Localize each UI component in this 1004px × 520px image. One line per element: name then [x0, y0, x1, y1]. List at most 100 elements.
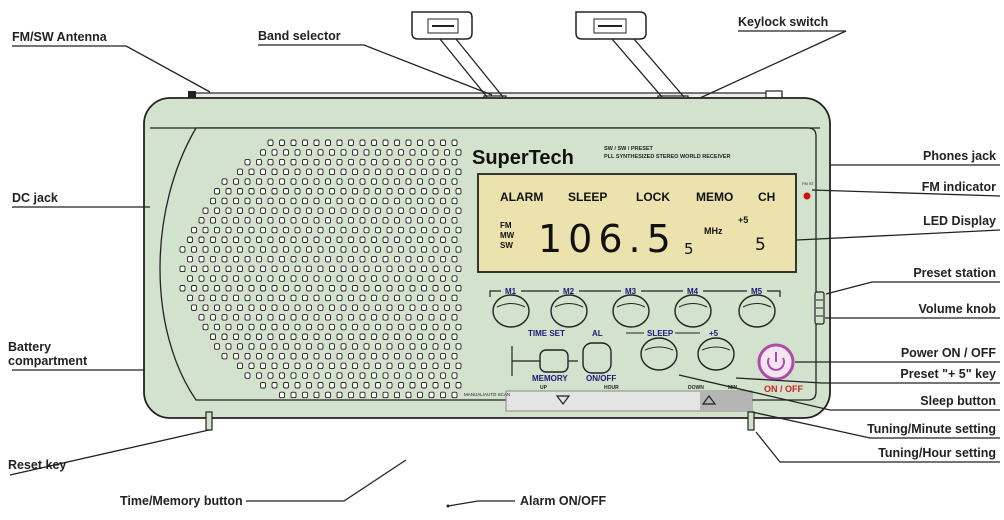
speaker-hole	[329, 362, 335, 370]
speaker-hole	[271, 382, 278, 389]
speaker-hole	[444, 304, 450, 311]
speaker-hole	[221, 178, 228, 185]
speaker-hole	[283, 343, 289, 350]
speaker-hole	[336, 158, 343, 166]
speaker-hole	[398, 226, 404, 234]
callout-fm-indicator: FM indicator	[921, 180, 996, 194]
speaker-hole	[451, 352, 458, 360]
speaker-hole	[290, 333, 297, 340]
alarm-on-off-button[interactable]	[582, 342, 612, 374]
speaker-hole	[398, 188, 404, 195]
speaker-hole	[290, 372, 297, 379]
speaker-hole	[394, 178, 400, 185]
speaker-hole	[382, 294, 389, 302]
speaker-hole	[348, 139, 354, 146]
speaker-hole	[352, 382, 358, 389]
tuning-up-arrow-icon[interactable]	[701, 395, 717, 405]
speaker-hole	[386, 149, 393, 156]
preset-button-m2[interactable]	[550, 294, 588, 328]
speaker-hole	[394, 372, 400, 379]
speaker-hole	[290, 178, 297, 185]
speaker-hole	[202, 246, 209, 253]
speaker-hole	[210, 197, 216, 205]
speaker-hole	[417, 391, 423, 399]
speaker-hole	[359, 197, 366, 205]
speaker-hole	[302, 236, 308, 243]
leader-lines	[9, 30, 1001, 507]
speaker-hole	[325, 352, 331, 360]
callout-antenna: FM/SW Antenna	[12, 30, 107, 44]
speaker-hole	[221, 255, 228, 263]
speaker-hole	[336, 236, 343, 243]
speaker-hole	[398, 304, 404, 311]
speaker-hole	[375, 323, 381, 331]
speaker-hole	[409, 323, 416, 331]
speaker-hole	[417, 178, 423, 185]
indicator-memo: MEMO	[696, 190, 733, 204]
speaker-hole	[352, 304, 358, 311]
indicator-alarm: ALARM	[500, 190, 543, 204]
speaker-hole	[375, 207, 381, 214]
speaker-hole	[271, 362, 278, 370]
speaker-hole	[421, 343, 427, 350]
speaker-hole	[179, 265, 186, 273]
speaker-hole	[371, 236, 377, 243]
speaker-hole	[187, 275, 193, 282]
speaker-hole	[371, 294, 377, 302]
speaker-hole	[455, 285, 462, 292]
speaker-hole	[210, 236, 216, 243]
speaker-hole	[248, 304, 255, 311]
speaker-hole	[191, 265, 197, 273]
tuning-down-arrow-icon[interactable]	[555, 395, 571, 405]
speaker-hole	[451, 217, 458, 224]
speaker-hole	[325, 294, 331, 302]
speaker-hole	[375, 246, 381, 253]
speaker-hole	[210, 294, 216, 302]
speaker-hole	[313, 217, 320, 224]
speaker-hole	[225, 304, 232, 311]
speaker-hole	[405, 314, 412, 321]
speaker-hole	[348, 391, 354, 399]
speaker-hole	[279, 294, 285, 302]
speaker-hole	[179, 285, 186, 292]
speaker-hole	[428, 391, 435, 399]
speaker-hole	[359, 158, 366, 166]
time-memory-button[interactable]	[539, 349, 569, 373]
speaker-hole	[317, 382, 324, 389]
speaker-hole	[256, 255, 262, 263]
preset-button-m4[interactable]	[674, 294, 712, 328]
speaker-hole	[417, 275, 423, 282]
speaker-hole	[329, 265, 335, 273]
speaker-hole	[306, 149, 312, 156]
speaker-hole	[352, 285, 358, 292]
speaker-hole	[256, 333, 262, 340]
speaker-hole	[371, 197, 377, 205]
preset-label-bg	[559, 285, 579, 295]
speaker-hole	[382, 372, 389, 379]
speaker-hole	[256, 352, 262, 360]
speaker-hole	[214, 265, 220, 273]
speaker-hole	[271, 246, 278, 253]
speaker-hole	[371, 372, 377, 379]
speaker-hole	[421, 226, 427, 234]
preset-button-m5[interactable]	[738, 294, 776, 328]
speaker-hole	[444, 207, 450, 214]
speaker-hole	[386, 323, 393, 331]
preset-label-bg	[501, 285, 521, 295]
preset-button-m3[interactable]	[612, 294, 650, 328]
speaker-hole	[375, 168, 381, 176]
sleep-button[interactable]	[640, 337, 678, 371]
speaker-hole	[352, 323, 358, 331]
speaker-hole	[260, 246, 266, 253]
preset-plus5-button[interactable]	[697, 337, 735, 371]
speaker-hole	[290, 255, 297, 263]
speaker-hole	[325, 139, 331, 146]
speaker-hole	[329, 188, 335, 195]
speaker-hole	[267, 333, 274, 340]
speaker-hole	[279, 197, 285, 205]
speaker-hole	[455, 362, 462, 370]
speaker-hole	[306, 246, 312, 253]
speaker-hole	[336, 352, 343, 360]
preset-button-m1[interactable]	[492, 294, 530, 328]
speaker-hole	[294, 285, 301, 292]
